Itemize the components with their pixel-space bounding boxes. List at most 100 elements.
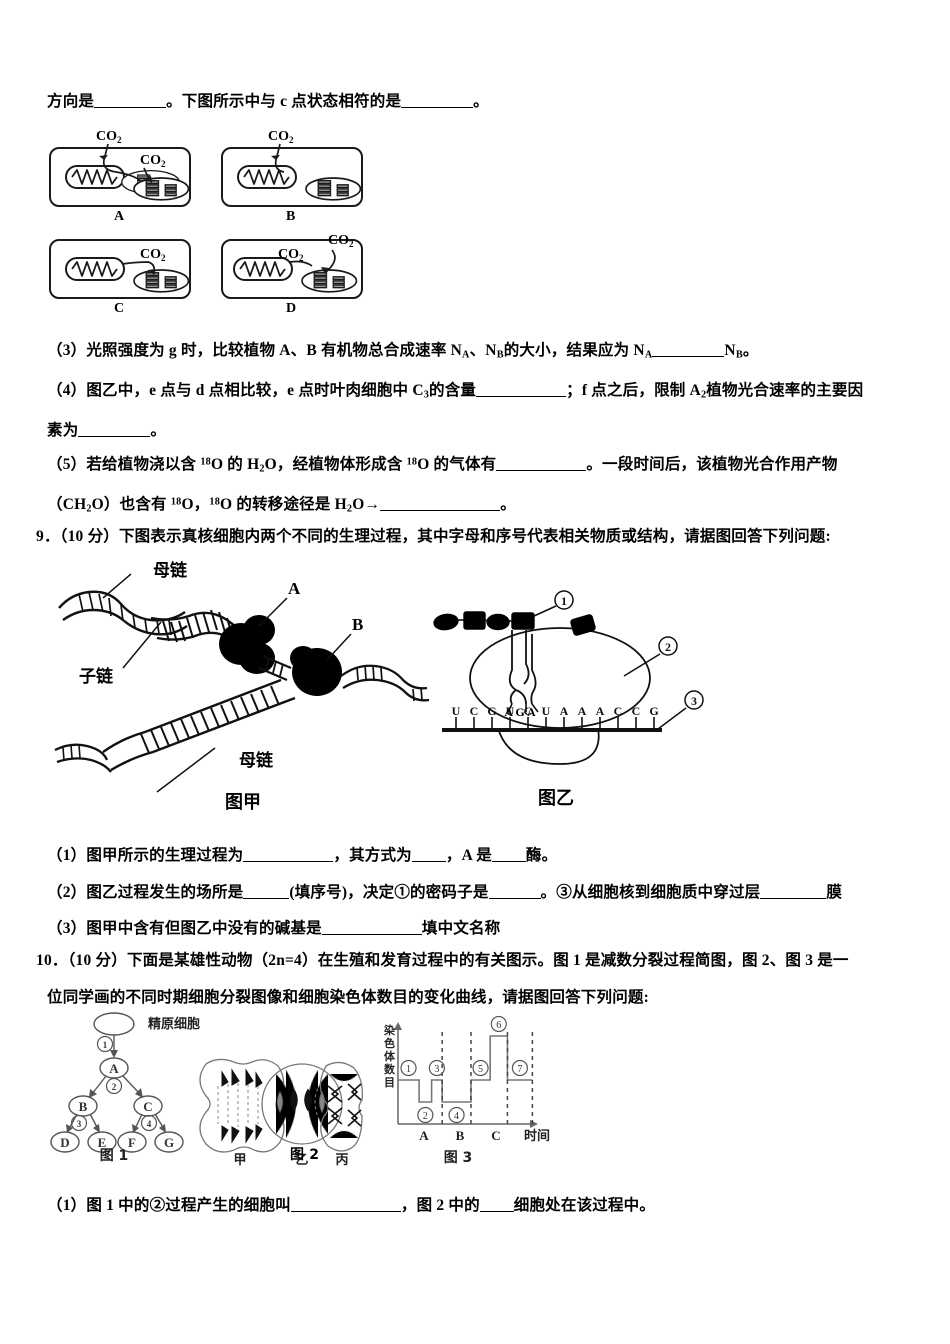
q8-item-4: （4）图乙中，e 点与 d 点相比较，e 点时叶肉细胞中 C3的含量；f 点之后… <box>47 382 864 401</box>
caption-tu1: 图 1 <box>100 1148 129 1164</box>
co2-exchange-figure: CO2 CO2 A <box>44 126 384 316</box>
label-daughter-strand: 子链 <box>79 666 114 687</box>
mrna-letters: U C G U C U A A A C C G <box>452 704 659 718</box>
svg-text:G: G <box>487 704 496 718</box>
answer-blank[interactable] <box>401 107 474 108</box>
chart-marker-1: 1 <box>400 1059 417 1077</box>
marker-2: 2 <box>623 636 678 677</box>
item-no: （5） <box>47 456 87 473</box>
chromosome-step-line <box>398 1035 533 1103</box>
svg-text:F: F <box>128 1135 136 1150</box>
cell-yi: 乙 <box>261 1063 343 1168</box>
svg-text:A: A <box>578 704 587 718</box>
svg-text:U: U <box>542 704 551 718</box>
translation-figure: 1 2 3 A G A U C G U C U A <box>432 584 712 814</box>
answer-blank[interactable] <box>94 107 167 108</box>
svg-text:3: 3 <box>77 1119 82 1129</box>
question-stem-text: 下图表示真核细胞内两个不同的生理过程，其中字母和序号代表相关物质或结构，请据图回… <box>118 528 831 545</box>
q9-item-1: （1）图甲所示的生理过程为，其方式为，A 是酶。 <box>47 847 558 864</box>
svg-text:C: C <box>524 704 533 718</box>
chart-marker-5: 5 <box>472 1059 489 1077</box>
svg-text:色: 色 <box>384 1036 395 1050</box>
cell-division-figure: 甲 乙 <box>196 1046 366 1168</box>
svg-text:G: G <box>164 1135 174 1150</box>
svg-text:C: C <box>470 704 479 718</box>
answer-blank[interactable] <box>476 396 567 397</box>
svg-text:C: C <box>632 704 641 718</box>
svg-text:C: C <box>614 704 623 718</box>
svg-text:B: B <box>456 1128 465 1143</box>
svg-text:2: 2 <box>112 1082 117 1092</box>
answer-blank[interactable] <box>290 1211 401 1212</box>
svg-text:C: C <box>491 1128 500 1143</box>
svg-text:CO2: CO2 <box>140 153 166 169</box>
svg-text:目: 目 <box>384 1076 395 1089</box>
svg-text:数: 数 <box>384 1062 396 1076</box>
svg-text:体: 体 <box>384 1049 396 1063</box>
answer-blank[interactable] <box>243 898 290 899</box>
svg-text:4: 4 <box>147 1119 152 1129</box>
q10-stem-line2: 位同学画的不同时期细胞分裂图像和细胞染色体数目的变化曲线，请据图回答下列问题: <box>47 989 649 1006</box>
svg-text:G: G <box>649 704 658 718</box>
q8-text-a: 方向是 <box>47 93 95 110</box>
item-no: （4） <box>47 382 87 399</box>
chart-marker-7: 7 <box>511 1059 529 1077</box>
svg-text:7: 7 <box>517 1064 522 1075</box>
caption-tu2: 图 2 <box>290 1147 320 1163</box>
svg-text:CO2: CO2 <box>278 247 304 263</box>
item-no: （1） <box>47 847 87 864</box>
svg-text:1: 1 <box>406 1064 411 1075</box>
svg-text:3: 3 <box>434 1064 439 1075</box>
marker-ref-3: ③ <box>556 884 572 901</box>
svg-text:A: A <box>109 1061 119 1076</box>
svg-text:CO2: CO2 <box>140 247 166 263</box>
answer-blank[interactable] <box>321 934 422 935</box>
q8-text-c: 。 <box>473 93 489 110</box>
panel-label-c: C <box>114 301 124 316</box>
marker-3: 3 <box>657 690 704 730</box>
q9-stem: 9．（10 分）下图表示真核细胞内两个不同的生理过程，其中字母和序号代表相关物质… <box>36 524 831 546</box>
svg-text:CO2: CO2 <box>268 129 294 145</box>
question-score: （10 分） <box>59 528 119 545</box>
svg-text:染: 染 <box>384 1023 396 1037</box>
answer-blank[interactable] <box>411 861 446 862</box>
q8-item-3: （3）光照强度为 g 时，比较植物 A、B 有机物总合成速率 NA、NB的大小，… <box>47 342 759 361</box>
svg-text:U: U <box>506 704 515 718</box>
svg-text:6: 6 <box>496 1020 501 1031</box>
item-no: （3） <box>47 920 87 937</box>
svg-text:1: 1 <box>561 594 567 608</box>
svg-text:D: D <box>60 1135 69 1150</box>
chart-marker-6: 6 <box>490 1015 507 1033</box>
cell-label-jia: 甲 <box>233 1153 246 1168</box>
svg-text:B: B <box>79 1099 88 1114</box>
question-number: 9． <box>36 528 60 545</box>
co2-panel-c: CO2 C <box>49 239 191 316</box>
caption-tu2-wrap: 图 2 <box>290 1144 319 1164</box>
answer-blank[interactable] <box>243 861 334 862</box>
answer-blank[interactable] <box>78 436 151 437</box>
svg-text:E: E <box>98 1135 107 1150</box>
caption-tuyi: 图乙 <box>538 788 574 809</box>
question-number: 10． <box>36 952 68 969</box>
item-no: （3） <box>47 342 87 359</box>
cell-label-bing: 丙 <box>335 1153 348 1168</box>
answer-blank[interactable] <box>491 861 526 862</box>
answer-blank[interactable] <box>760 898 827 899</box>
svg-text:2: 2 <box>665 640 671 654</box>
label-spermatogonium: 精原细胞 <box>148 1016 200 1032</box>
chart-xlabel: 时间 <box>524 1128 550 1144</box>
svg-text:U: U <box>452 704 461 718</box>
co2-panel-a: CO2 CO2 A <box>49 129 191 224</box>
svg-text:C: C <box>143 1099 152 1114</box>
answer-blank[interactable] <box>479 1211 514 1212</box>
chart-marker-4: 4 <box>448 1106 465 1124</box>
answer-blank[interactable] <box>380 510 501 511</box>
answer-blank[interactable] <box>488 898 541 899</box>
q8-item-5-wrap: （CH2O）也含有 18O，18O 的转移途径是 H2O→。 <box>47 496 516 515</box>
panel-label-b: B <box>286 209 295 224</box>
chart-marker-2: 2 <box>417 1106 434 1124</box>
answer-blank[interactable] <box>652 356 725 357</box>
answer-blank[interactable] <box>496 470 587 471</box>
